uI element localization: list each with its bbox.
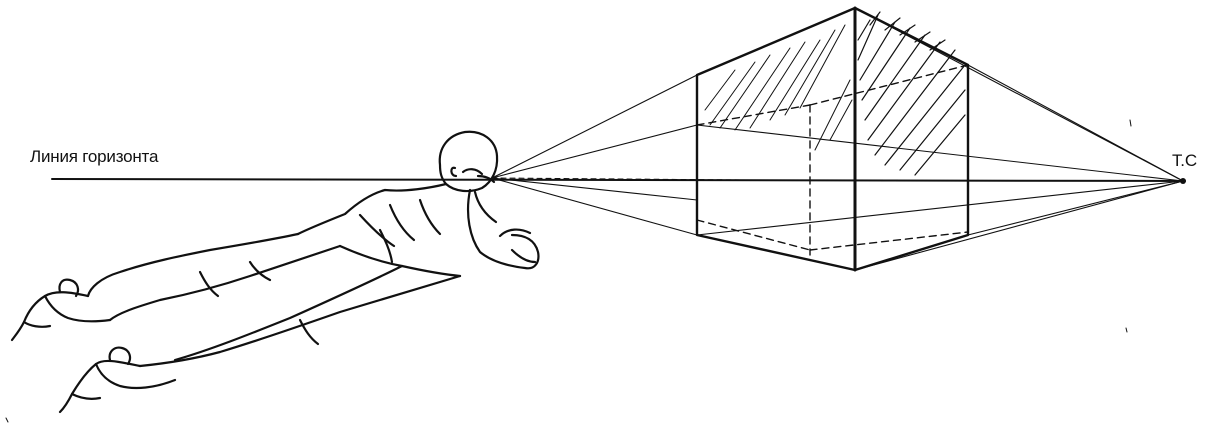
lying-person bbox=[12, 132, 538, 412]
upper-foot bbox=[12, 292, 88, 340]
lower-foot bbox=[60, 361, 140, 412]
converging-lines bbox=[697, 8, 1183, 270]
upper-leg bbox=[88, 234, 298, 296]
left-face-hatching bbox=[705, 25, 852, 150]
sight-lines bbox=[492, 75, 740, 235]
head bbox=[440, 132, 497, 191]
